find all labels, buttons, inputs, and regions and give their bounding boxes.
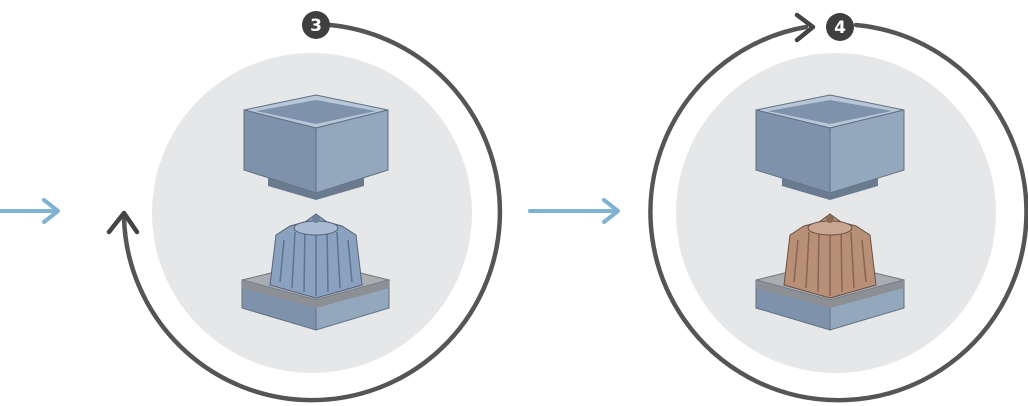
flow-arrow-icon (0, 198, 60, 224)
flow-arrow-icon (528, 198, 620, 224)
mold-lid-icon (243, 94, 389, 200)
cycle-arrowhead-icon (794, 12, 816, 43)
mold-core-icon (755, 213, 905, 331)
cycle-arrow-icon (648, 22, 1028, 403)
mold-core-icon (241, 213, 391, 331)
step-4-number: 4 (834, 18, 846, 38)
step-3: 3 (106, 11, 503, 403)
mold-lid-icon (755, 94, 905, 200)
cycle-arrow-icon (121, 22, 503, 403)
step-3-number: 3 (310, 16, 322, 36)
step-3-badge: 3 (302, 11, 330, 39)
cycle-arrowhead-icon (106, 210, 140, 235)
step-4: 4 (648, 12, 1028, 403)
step-3-backdrop (152, 53, 472, 373)
step-4-badge: 4 (826, 13, 854, 41)
